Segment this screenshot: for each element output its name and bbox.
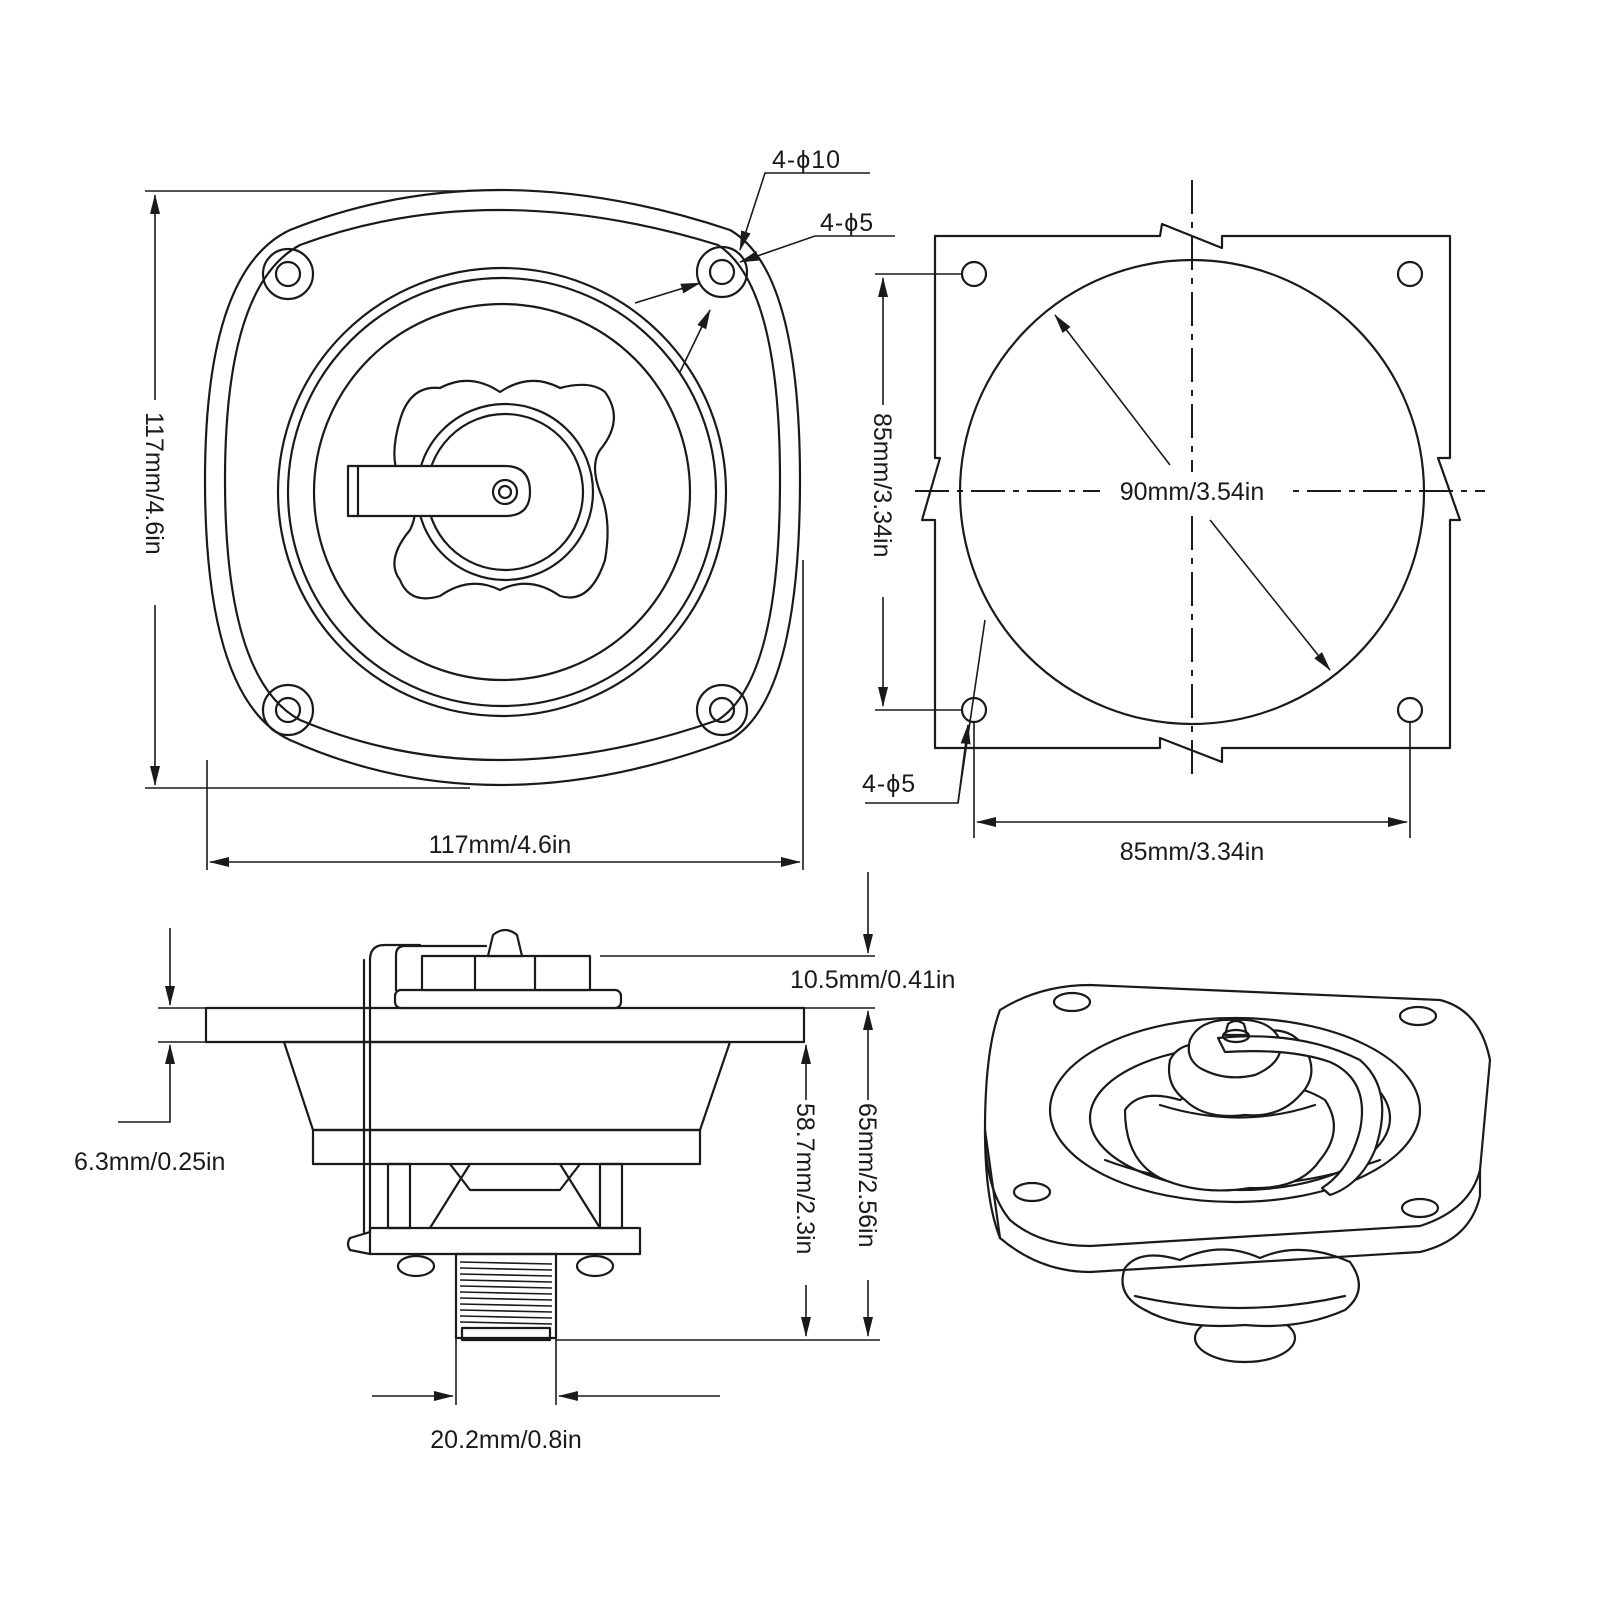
thread-diameter-label: 20.2mm/0.8in bbox=[430, 1426, 581, 1454]
template-hole-leader-arrow bbox=[957, 724, 971, 804]
iso-hole-tl bbox=[1052, 991, 1092, 1013]
thread-line bbox=[459, 1303, 553, 1307]
thread-line bbox=[459, 1309, 553, 1313]
isometric-view bbox=[983, 983, 1492, 1364]
template-hole-bl bbox=[960, 696, 988, 724]
side-screw-head-right bbox=[575, 1254, 615, 1278]
iso-bowl-outer bbox=[1048, 1016, 1422, 1204]
thread-line bbox=[459, 1267, 553, 1271]
template-hole-tl bbox=[960, 260, 988, 288]
thread-line bbox=[459, 1261, 553, 1265]
small-hole-label: 4-ϕ5 bbox=[820, 209, 874, 237]
small-hole-leader-2 bbox=[634, 282, 701, 304]
template-vert-label: 85mm/3.34in bbox=[868, 413, 896, 558]
bowl-middle-ring bbox=[286, 276, 718, 708]
thread-line bbox=[459, 1315, 553, 1319]
diameter-label-bg bbox=[1100, 472, 1285, 508]
template-outline bbox=[920, 222, 1462, 764]
diameter-arrow-lower bbox=[1209, 519, 1331, 671]
side-center-cavity bbox=[448, 1162, 582, 1192]
side-leg-right bbox=[598, 1162, 624, 1230]
side-top-cap bbox=[486, 928, 524, 958]
template-hole-tr bbox=[1396, 260, 1424, 288]
large-hole-label: 4-ϕ10 bbox=[772, 146, 841, 174]
side-flange bbox=[204, 1006, 806, 1044]
side-leg-left bbox=[386, 1162, 412, 1230]
lever-pivot-icon bbox=[491, 478, 519, 506]
mounting-hole-bl bbox=[261, 683, 315, 737]
iso-lever-pivot-icon bbox=[1223, 1019, 1249, 1037]
side-top-nut bbox=[420, 954, 592, 992]
iso-lever-pivot-base bbox=[1221, 1028, 1251, 1044]
side-screw-head-left bbox=[396, 1254, 436, 1278]
thread-line bbox=[459, 1279, 553, 1283]
body-depth-label: 58.7mm/2.3in bbox=[791, 1103, 819, 1254]
small-hole-leader bbox=[739, 235, 895, 263]
template-horiz-label: 85mm/3.34in bbox=[1120, 838, 1265, 866]
mounting-hole-tl bbox=[261, 247, 315, 301]
top-view: 117mm/4.6in 117mm/4.6in 4-ϕ10 4-ϕ5 bbox=[140, 146, 895, 870]
side-body-band bbox=[311, 1128, 702, 1166]
iso-hole-tr bbox=[1398, 1005, 1438, 1027]
diameter-arrow-upper bbox=[1054, 314, 1171, 466]
cutout-template: 90mm/3.54in 85mm/3.34in 85mm/3.34in 4-ϕ5 bbox=[862, 180, 1485, 866]
side-inner-strut bbox=[428, 1162, 602, 1230]
lever-pivot-inner bbox=[497, 484, 513, 500]
side-threaded-stem bbox=[454, 1252, 558, 1340]
iso-hole-bl bbox=[1012, 1181, 1052, 1203]
iso-flange-side bbox=[983, 1128, 1002, 1240]
diameter-label: 90mm/3.54in bbox=[1120, 478, 1265, 506]
template-hole-label: 4-ϕ5 bbox=[862, 770, 916, 798]
iso-lever bbox=[1216, 1035, 1384, 1197]
side-clip bbox=[346, 1230, 372, 1256]
side-bottom-plate bbox=[368, 1226, 642, 1256]
flange-inner-outline bbox=[223, 208, 782, 762]
iso-lower-band bbox=[1133, 1294, 1347, 1310]
top-height-label: 117mm/4.6in bbox=[140, 412, 168, 555]
side-top-base bbox=[393, 988, 623, 1010]
bowl-outer-ring bbox=[276, 266, 728, 718]
iso-knob-ridge bbox=[1158, 1103, 1317, 1119]
cutout-circle bbox=[958, 258, 1426, 726]
iso-hole-br bbox=[1400, 1197, 1440, 1219]
side-taper-body bbox=[282, 1040, 732, 1132]
side-view: 6.3mm/0.25in 10.5mm/0.41in 65mm/2.56in 5… bbox=[74, 872, 955, 1454]
thread-line bbox=[459, 1285, 553, 1289]
side-stem-tip bbox=[460, 1326, 552, 1342]
thread-line bbox=[459, 1297, 553, 1301]
thread-line bbox=[459, 1321, 553, 1325]
side-threads bbox=[459, 1261, 553, 1325]
total-depth-label: 65mm/2.56in bbox=[853, 1103, 881, 1248]
thread-line bbox=[459, 1273, 553, 1277]
iso-flange-edge bbox=[983, 1128, 1482, 1274]
mounting-hole-br bbox=[695, 683, 749, 737]
large-hole-leader bbox=[739, 172, 870, 251]
flange-thickness-label: 6.3mm/0.25in bbox=[74, 1148, 225, 1176]
top-width-label: 117mm/4.6in bbox=[429, 831, 572, 859]
template-hole-br bbox=[1396, 696, 1424, 724]
mounting-hole-tr bbox=[695, 245, 749, 299]
side-lever-wire-2 bbox=[368, 943, 422, 1234]
iso-lower-knob bbox=[1121, 1248, 1360, 1328]
top-hw-height-label: 10.5mm/0.41in bbox=[790, 966, 955, 994]
thread-line bbox=[459, 1291, 553, 1295]
bowl-inner-ring bbox=[312, 302, 692, 682]
small-hole-leader-3 bbox=[679, 309, 711, 373]
flange-dim-lower bbox=[118, 1044, 175, 1123]
flange-outline bbox=[203, 188, 802, 787]
lever-arm bbox=[346, 464, 532, 518]
